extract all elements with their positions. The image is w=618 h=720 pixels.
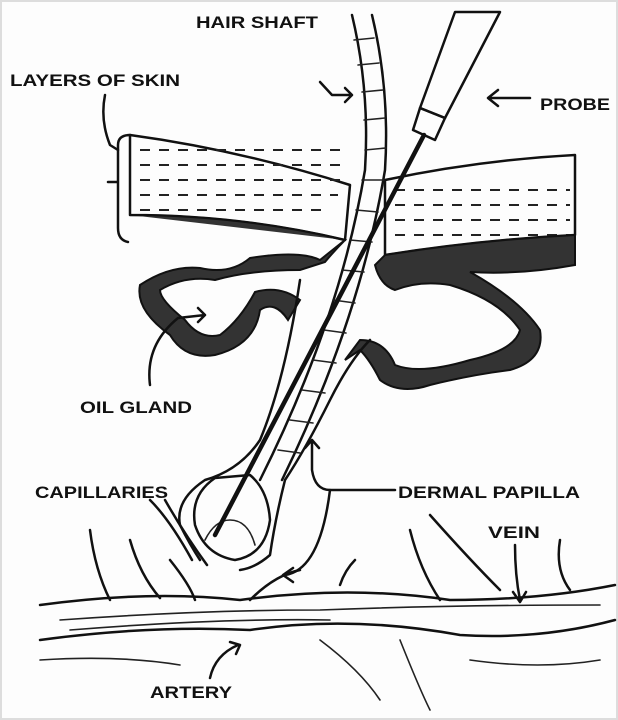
- leader-arrows: [102, 80, 532, 680]
- label-probe: PROBE: [540, 95, 610, 114]
- dermis-and-oil-gland: [129, 214, 576, 390]
- layers-bracket: [106, 133, 132, 244]
- dermal-papilla-shape: [204, 519, 256, 546]
- blood-vessels: [38, 513, 617, 711]
- label-vein: VEIN: [488, 523, 540, 542]
- label-oil-gland: OIL GLAND: [80, 398, 192, 417]
- label-dermal-papilla: DERMAL PAPILLA: [398, 483, 580, 502]
- label-artery: ARTERY: [150, 683, 233, 702]
- hair-bulb: [192, 473, 272, 562]
- probe: [212, 10, 502, 538]
- follicle-wall: [238, 338, 372, 572]
- label-hair-shaft: HAIR SHAFT: [196, 13, 319, 32]
- label-layers-of-skin: LAYERS OF SKIN: [10, 71, 180, 90]
- label-capillaries: CAPILLARIES: [35, 483, 168, 502]
